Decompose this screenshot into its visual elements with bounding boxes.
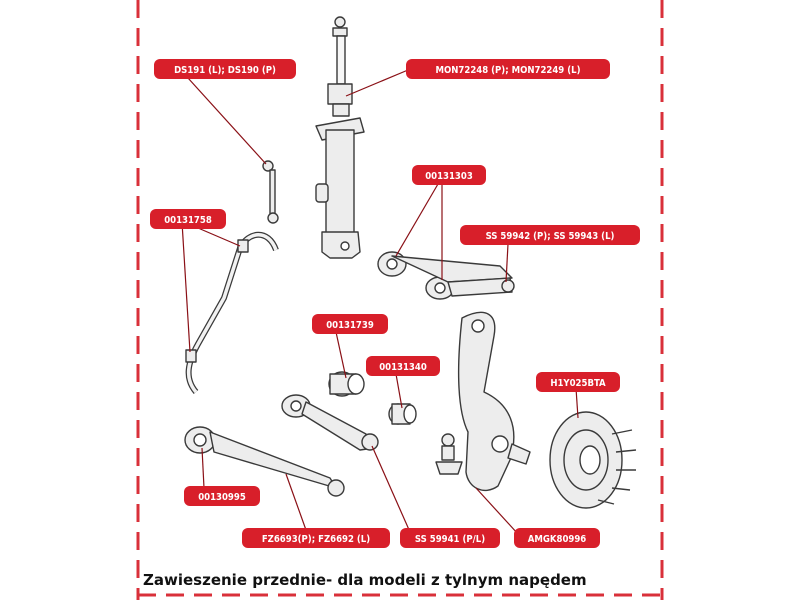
label-h1y025bta-text: H1Y025BTA bbox=[550, 378, 606, 389]
label-mon72248: MON72248 (P); MON72249 (L) bbox=[406, 59, 610, 79]
leader-lines bbox=[181, 69, 579, 535]
label-h1y025bta: H1Y025BTA bbox=[536, 372, 620, 392]
label-00131758-text: 00131758 bbox=[164, 215, 212, 226]
steering-knuckle-part bbox=[457, 311, 531, 491]
label-amgk80996-text: AMGK80996 bbox=[528, 534, 587, 545]
stabilizer-link-part bbox=[262, 160, 279, 224]
label-00131340: 00131340 bbox=[366, 356, 440, 376]
label-00131758: 00131758 bbox=[150, 209, 226, 229]
label-ss59941-text: SS 59941 (P/L) bbox=[415, 534, 485, 545]
ball-joint-part bbox=[435, 433, 463, 475]
label-00131303: 00131303 bbox=[412, 165, 486, 185]
shock-absorber-part bbox=[315, 16, 365, 259]
dashed-border bbox=[136, 0, 664, 600]
lower-control-arm-part bbox=[184, 426, 345, 497]
label-ss59942: SS 59942 (P); SS 59943 (L) bbox=[460, 225, 640, 245]
label-00131739: 00131739 bbox=[312, 314, 388, 334]
label-fz6693-text: FZ6693(P); FZ6692 (L) bbox=[262, 534, 370, 545]
label-ss59941: SS 59941 (P/L) bbox=[400, 528, 500, 548]
wheel-hub-part bbox=[549, 411, 637, 509]
label-ds191-text: DS191 (L); DS190 (P) bbox=[174, 65, 276, 76]
label-00130995: 00130995 bbox=[184, 486, 260, 506]
tension-strut-part bbox=[281, 394, 379, 451]
diagram-caption: Zawieszenie przednie- dla modeli z tylny… bbox=[143, 571, 587, 589]
label-00131739-text: 00131739 bbox=[326, 320, 374, 331]
stabilizer-bar-part bbox=[185, 231, 279, 394]
label-00131303-text: 00131303 bbox=[425, 171, 473, 182]
upper-control-arm-part bbox=[377, 251, 515, 300]
bushing-00131739-part bbox=[328, 371, 365, 397]
label-amgk80996: AMGK80996 bbox=[514, 528, 600, 548]
label-ds191: DS191 (L); DS190 (P) bbox=[154, 59, 296, 79]
label-ss59942-text: SS 59942 (P); SS 59943 (L) bbox=[486, 231, 615, 242]
label-00131340-text: 00131340 bbox=[379, 362, 427, 373]
bushing-00131340-part bbox=[388, 403, 417, 425]
label-mon72248-text: MON72248 (P); MON72249 (L) bbox=[436, 65, 581, 76]
label-fz6693: FZ6693(P); FZ6692 (L) bbox=[242, 528, 390, 548]
label-00130995-text: 00130995 bbox=[198, 492, 246, 503]
